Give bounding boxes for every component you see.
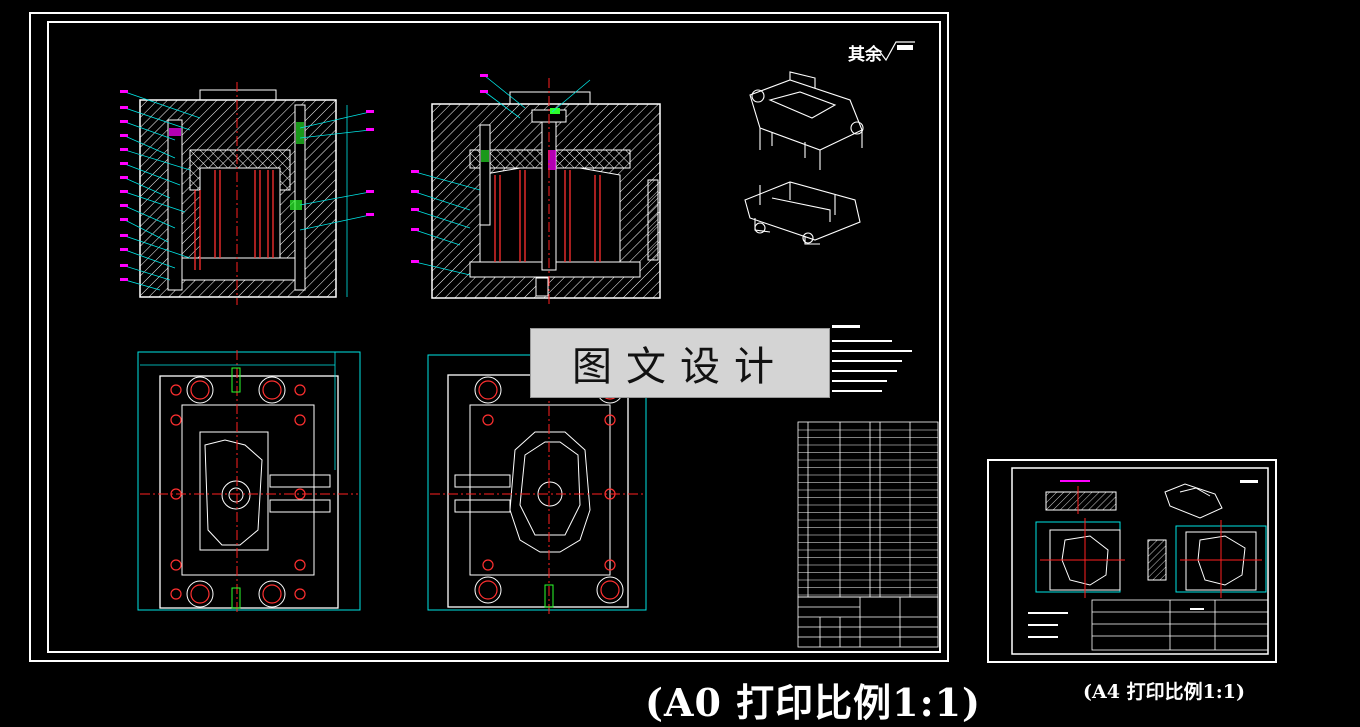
a0-outer-border (29, 12, 949, 662)
section-view-b (411, 74, 661, 305)
a0-sheet (29, 12, 949, 662)
a0-print-scale-caption: (A0 打印比例1:1) (645, 680, 982, 725)
part-3d-top-icon (749, 71, 864, 170)
parts-list-rows (798, 429, 938, 596)
part-3d-bottom-icon (744, 181, 861, 245)
watermark-banner: 图文设计 (530, 328, 830, 398)
technical-notes-block (832, 325, 912, 392)
a4-sheet (987, 459, 1277, 663)
roughness-note: 其余 (848, 45, 882, 65)
section-view-a (120, 82, 374, 305)
a0-inner-frame (47, 21, 941, 653)
roughness-symbol-icon (879, 41, 915, 62)
parts-list-table (797, 421, 939, 598)
watermark-text: 图文设计 (572, 344, 788, 390)
plan-view-a (137, 350, 361, 615)
title-block (797, 596, 939, 648)
a4-print-scale-caption: (A4 打印比例1:1) (1083, 681, 1246, 703)
